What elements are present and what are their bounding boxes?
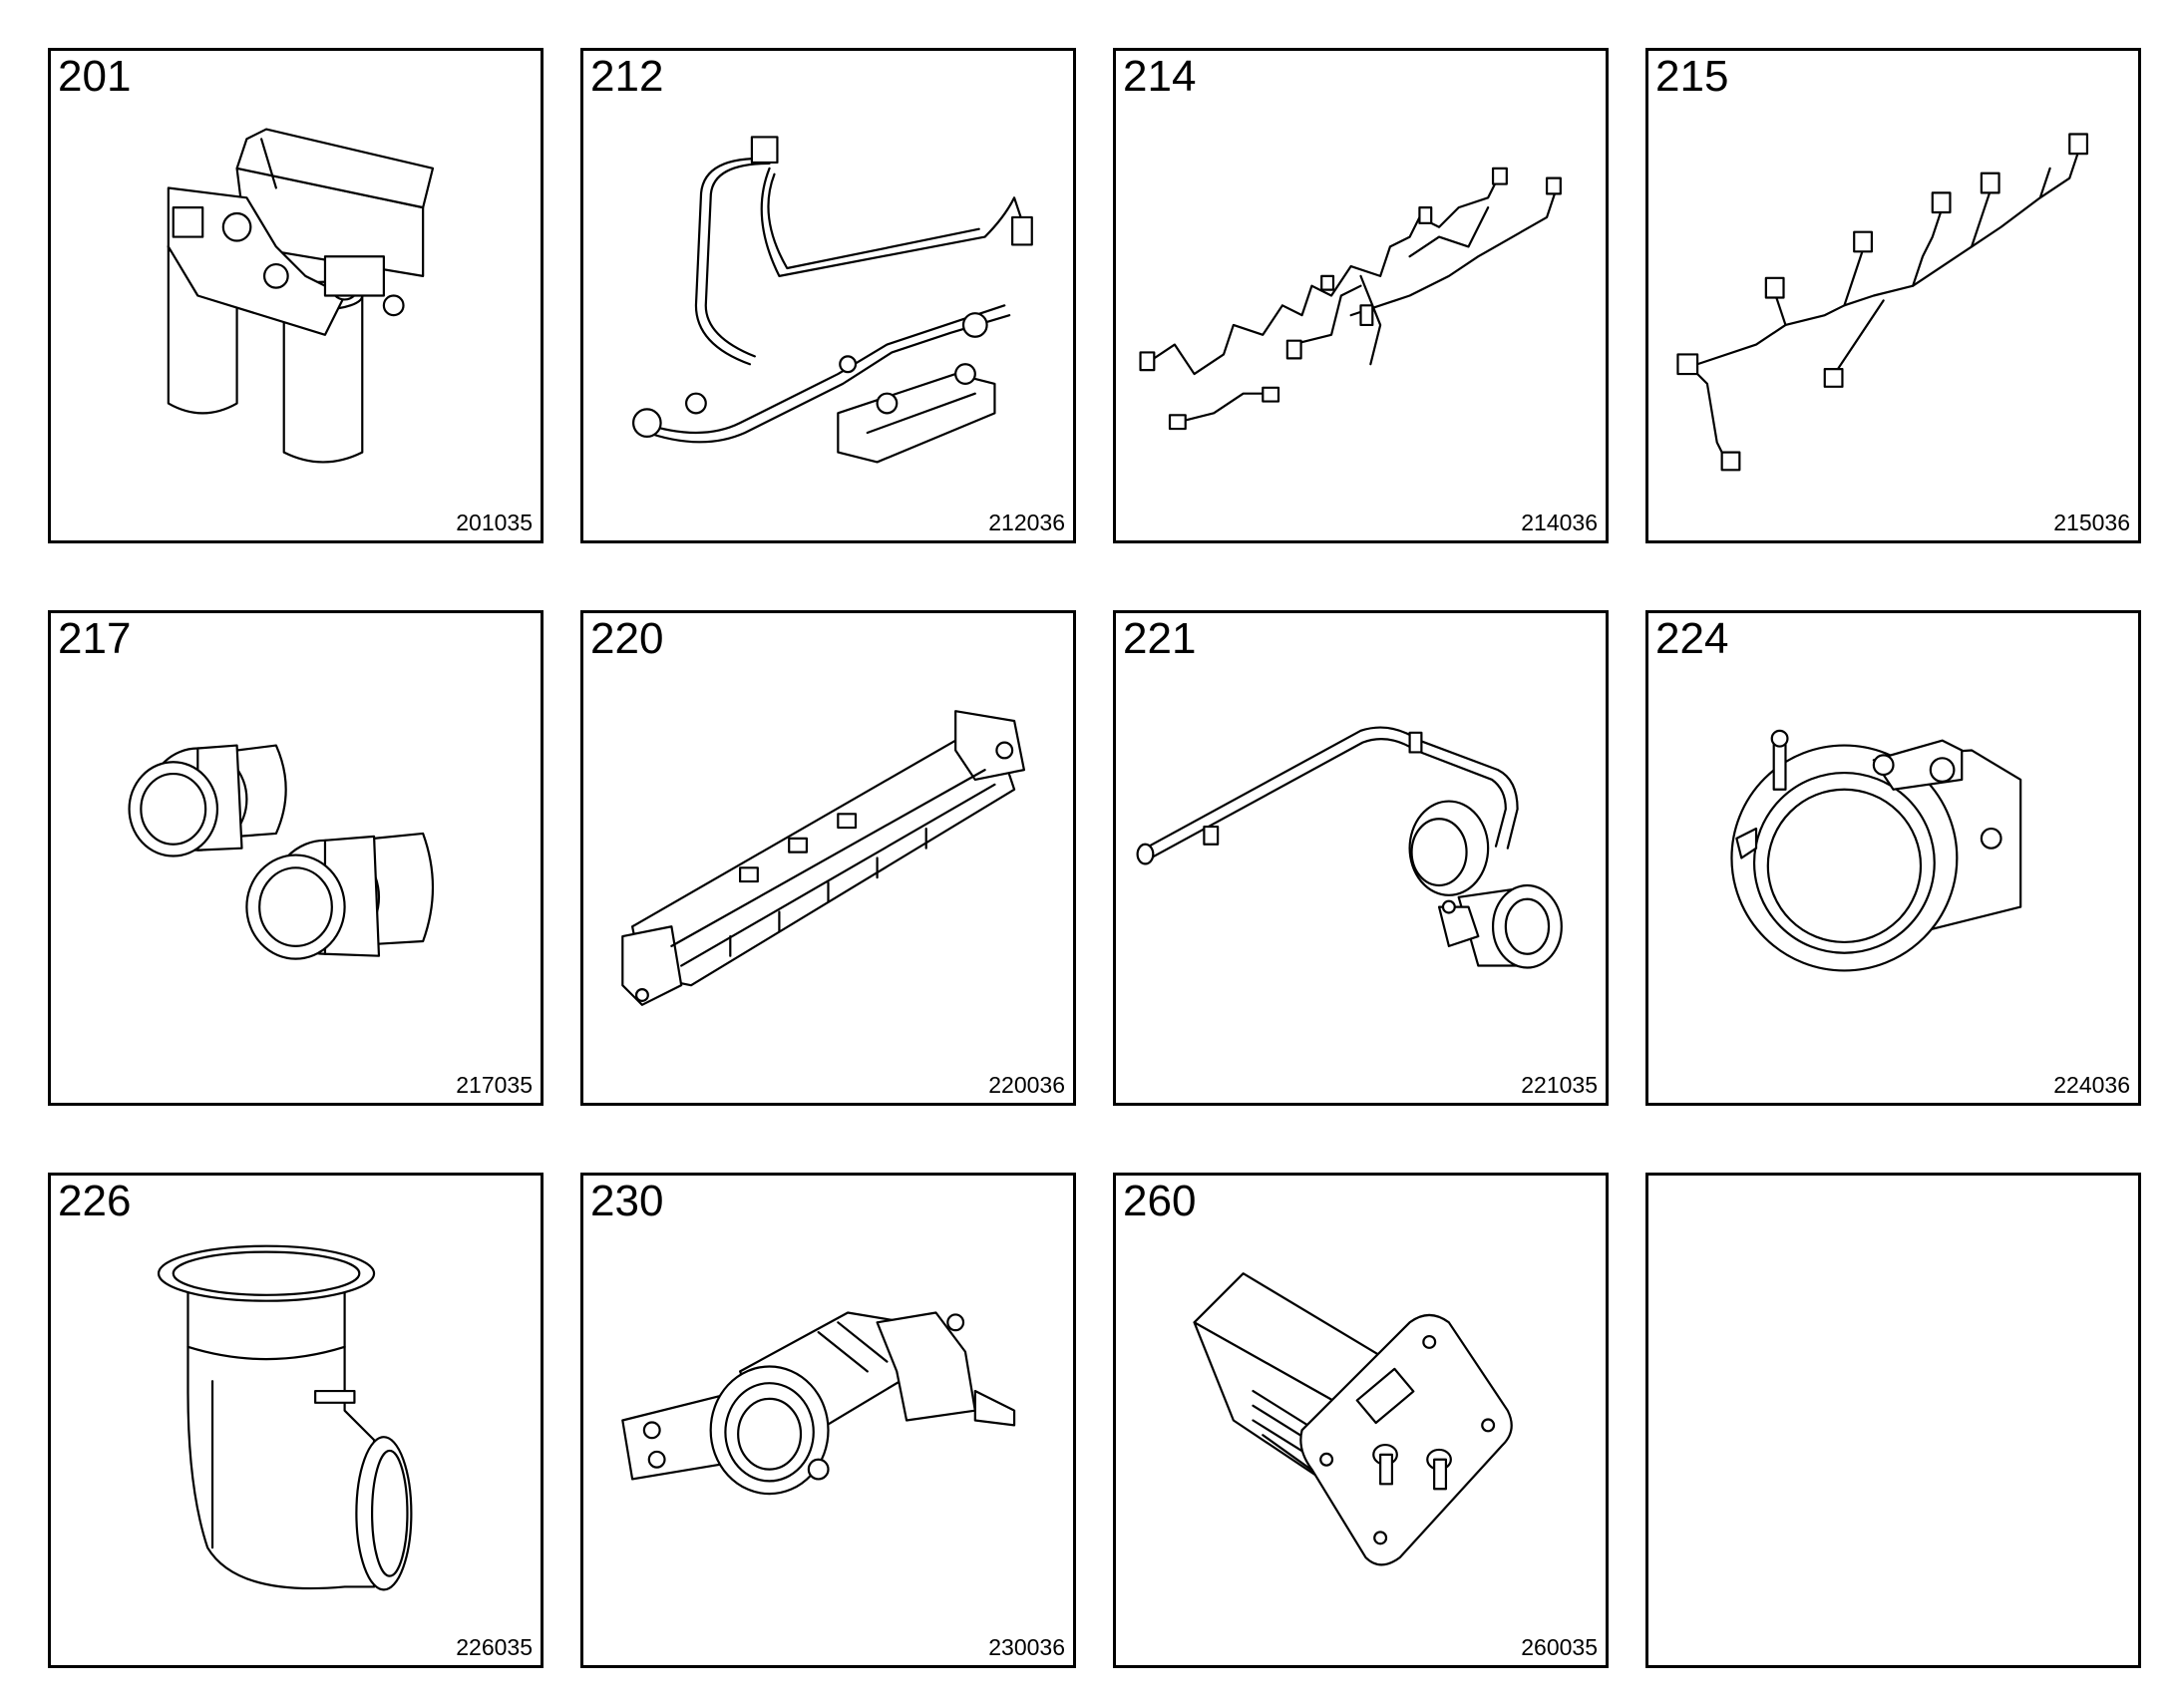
heater-plate-icon xyxy=(1116,1176,1606,1665)
intake-manifold-icon xyxy=(583,613,1073,1103)
part-cell-226[interactable]: 226 226035 xyxy=(48,1173,544,1668)
egr-valve-assembly-icon xyxy=(583,1176,1073,1665)
part-cell-217[interactable]: 217 217035 xyxy=(48,610,544,1106)
part-number: 224 xyxy=(1655,614,1729,663)
empty-cell xyxy=(1645,1173,2141,1668)
part-cell-214[interactable]: 214 214036 xyxy=(1113,48,1609,543)
drawing-code: 217035 xyxy=(456,1072,533,1098)
part-cell-220[interactable]: 220 220036 xyxy=(580,610,1076,1106)
wiring-harness-icon xyxy=(1116,51,1606,540)
part-number: 215 xyxy=(1655,52,1729,101)
drawing-code: 221035 xyxy=(1521,1072,1598,1098)
injector-harness-icon xyxy=(1648,51,2138,540)
drawing-code: 201035 xyxy=(456,510,533,535)
part-cell-212[interactable]: 212 212036 xyxy=(580,48,1076,543)
part-number: 226 xyxy=(58,1177,132,1225)
part-cell-260[interactable]: 260 260035 xyxy=(1113,1173,1609,1668)
drawing-code: 220036 xyxy=(988,1072,1065,1098)
coolant-pipe-icon xyxy=(1116,613,1606,1103)
throttle-housing-icon xyxy=(1648,613,2138,1103)
drawing-code: 214036 xyxy=(1521,510,1598,535)
part-number: 260 xyxy=(1123,1177,1197,1225)
drawing-code: 260035 xyxy=(1521,1634,1598,1660)
parts-grid: 201 201035 212 xyxy=(48,48,2141,1668)
fuel-filter-assembly-icon xyxy=(51,51,541,540)
drawing-code: 212036 xyxy=(988,510,1065,535)
drawing-code: 224036 xyxy=(2053,1072,2130,1098)
drawing-code: 215036 xyxy=(2053,510,2130,535)
part-cell-201[interactable]: 201 201035 xyxy=(48,48,544,543)
drawing-code: 226035 xyxy=(456,1634,533,1660)
part-number: 217 xyxy=(58,614,132,663)
fuel-line-assembly-icon xyxy=(583,51,1073,540)
part-number: 214 xyxy=(1123,52,1197,101)
part-cell-230[interactable]: 230 230036 xyxy=(580,1173,1076,1668)
part-number: 201 xyxy=(58,52,132,101)
part-cell-221[interactable]: 221 221035 xyxy=(1113,610,1609,1106)
fitting-pair-icon xyxy=(51,613,541,1103)
part-number: 212 xyxy=(590,52,664,101)
part-cell-224[interactable]: 224 224036 xyxy=(1645,610,2141,1106)
part-number: 230 xyxy=(590,1177,664,1225)
part-number: 221 xyxy=(1123,614,1197,663)
part-cell-215[interactable]: 215 215036 xyxy=(1645,48,2141,543)
part-number: 220 xyxy=(590,614,664,663)
elbow-pipe-icon xyxy=(51,1176,541,1665)
drawing-code: 230036 xyxy=(988,1634,1065,1660)
